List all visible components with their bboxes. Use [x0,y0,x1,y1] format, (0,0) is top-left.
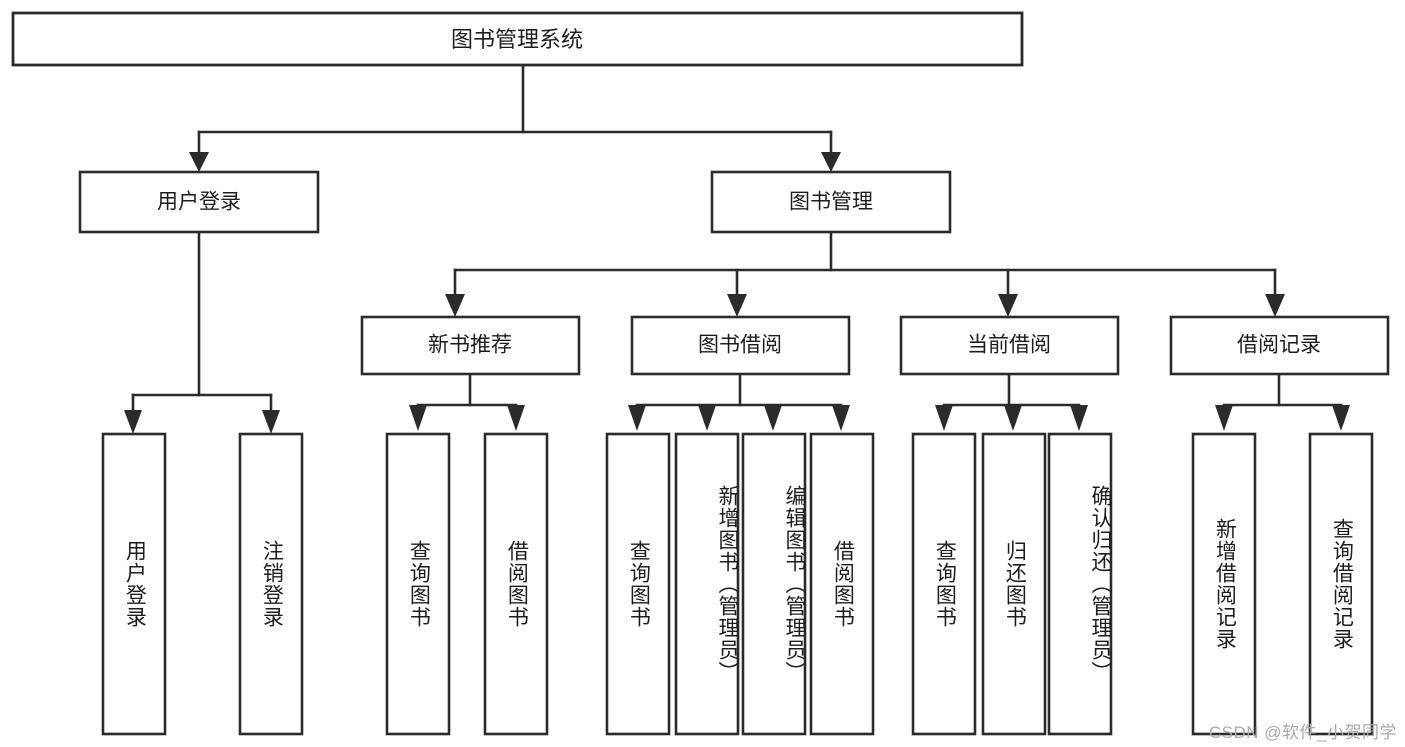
node-user-login-box[interactable] [78,170,320,234]
node-root-system-label: 图书管理系统 [451,27,583,52]
connector-group-user-login [124,230,280,434]
arrow-icon-to-book-borrow [727,294,747,317]
connector-group-root [189,63,841,172]
arrow-icon-to-user-login [189,152,209,172]
leaf-box-group [101,432,1374,736]
arrow-icon-leaf-add-record [1215,405,1233,431]
node-user-login[interactable]: 用户登录 [78,170,320,234]
arrow-icon-to-new-book-rec [445,294,465,317]
node-new-book-rec-box[interactable] [360,315,581,376]
arrow-icon-leaf-query-book-2 [628,405,646,431]
leaf-box-query-book-3[interactable] [911,432,977,736]
arrow-icon-leaf-return-book [1004,405,1022,431]
node-root-system[interactable]: 图书管理系统 [11,11,1024,67]
node-root-system-box[interactable] [11,11,1024,67]
connector-group-borrow-record [1215,372,1350,431]
arrow-icon-leaf-user-login [124,410,142,434]
leaf-box-query-record[interactable] [1308,432,1374,736]
csdn-watermark: CSDN @软件_小贺同学 [1208,723,1397,742]
leaf-box-add-book[interactable] [674,432,740,736]
leaf-box-add-record[interactable] [1191,432,1257,736]
leaf-box-confirm-return[interactable] [1047,432,1113,736]
node-book-borrow[interactable]: 图书借阅 [630,315,851,376]
arrow-icon-leaf-query-book-3 [935,405,953,431]
node-borrow-record[interactable]: 借阅记录 [1169,315,1390,376]
node-book-borrow-label: 图书借阅 [698,334,782,357]
arrow-icon-to-borrow-record [1265,294,1285,317]
node-book-manage-box[interactable] [710,170,952,234]
node-borrow-record-label: 借阅记录 [1237,334,1321,357]
node-current-borrow-box[interactable] [899,315,1120,376]
leaf-box-query-book-2[interactable] [605,432,671,736]
arrow-icon-leaf-query-record [1332,405,1350,431]
connector-group-new-book-rec [409,372,525,431]
leaf-box-edit-book[interactable] [741,432,807,736]
arrow-icon-to-current-borrow [998,294,1018,317]
arrow-icon-leaf-logout [262,410,280,434]
arrow-icon-leaf-confirm-return [1070,405,1088,431]
arrow-icon-leaf-add-book [698,405,716,431]
leaf-box-user-login[interactable] [101,432,167,736]
arrow-icon-leaf-borrow-book-2 [832,405,850,431]
connector-group-book-borrow [628,372,850,431]
leaf-box-logout[interactable] [238,432,304,736]
arrow-icon-to-book-manage [821,152,841,172]
leaf-box-return-book[interactable] [981,432,1047,736]
node-new-book-rec-label: 新书推荐 [428,334,512,357]
leaf-box-query-book-1[interactable] [385,432,451,736]
node-book-manage[interactable]: 图书管理 [710,170,952,234]
node-user-login-label: 用户登录 [157,191,241,214]
arrow-icon-leaf-query-book-1 [409,405,427,431]
connector-group-book-manage [445,230,1285,317]
node-new-book-rec[interactable]: 新书推荐 [360,315,581,376]
connector-group-current-borrow [935,372,1088,431]
node-book-borrow-box[interactable] [630,315,851,376]
leaf-box-borrow-book-1[interactable] [483,432,549,736]
node-book-manage-label: 图书管理 [789,191,873,214]
node-current-borrow[interactable]: 当前借阅 [899,315,1120,376]
node-current-borrow-label: 当前借阅 [967,334,1051,357]
arrow-icon-leaf-borrow-book-1 [507,405,525,431]
leaf-box-borrow-book-2[interactable] [809,432,875,736]
arrow-icon-leaf-edit-book [764,405,782,431]
node-borrow-record-box[interactable] [1169,315,1390,376]
